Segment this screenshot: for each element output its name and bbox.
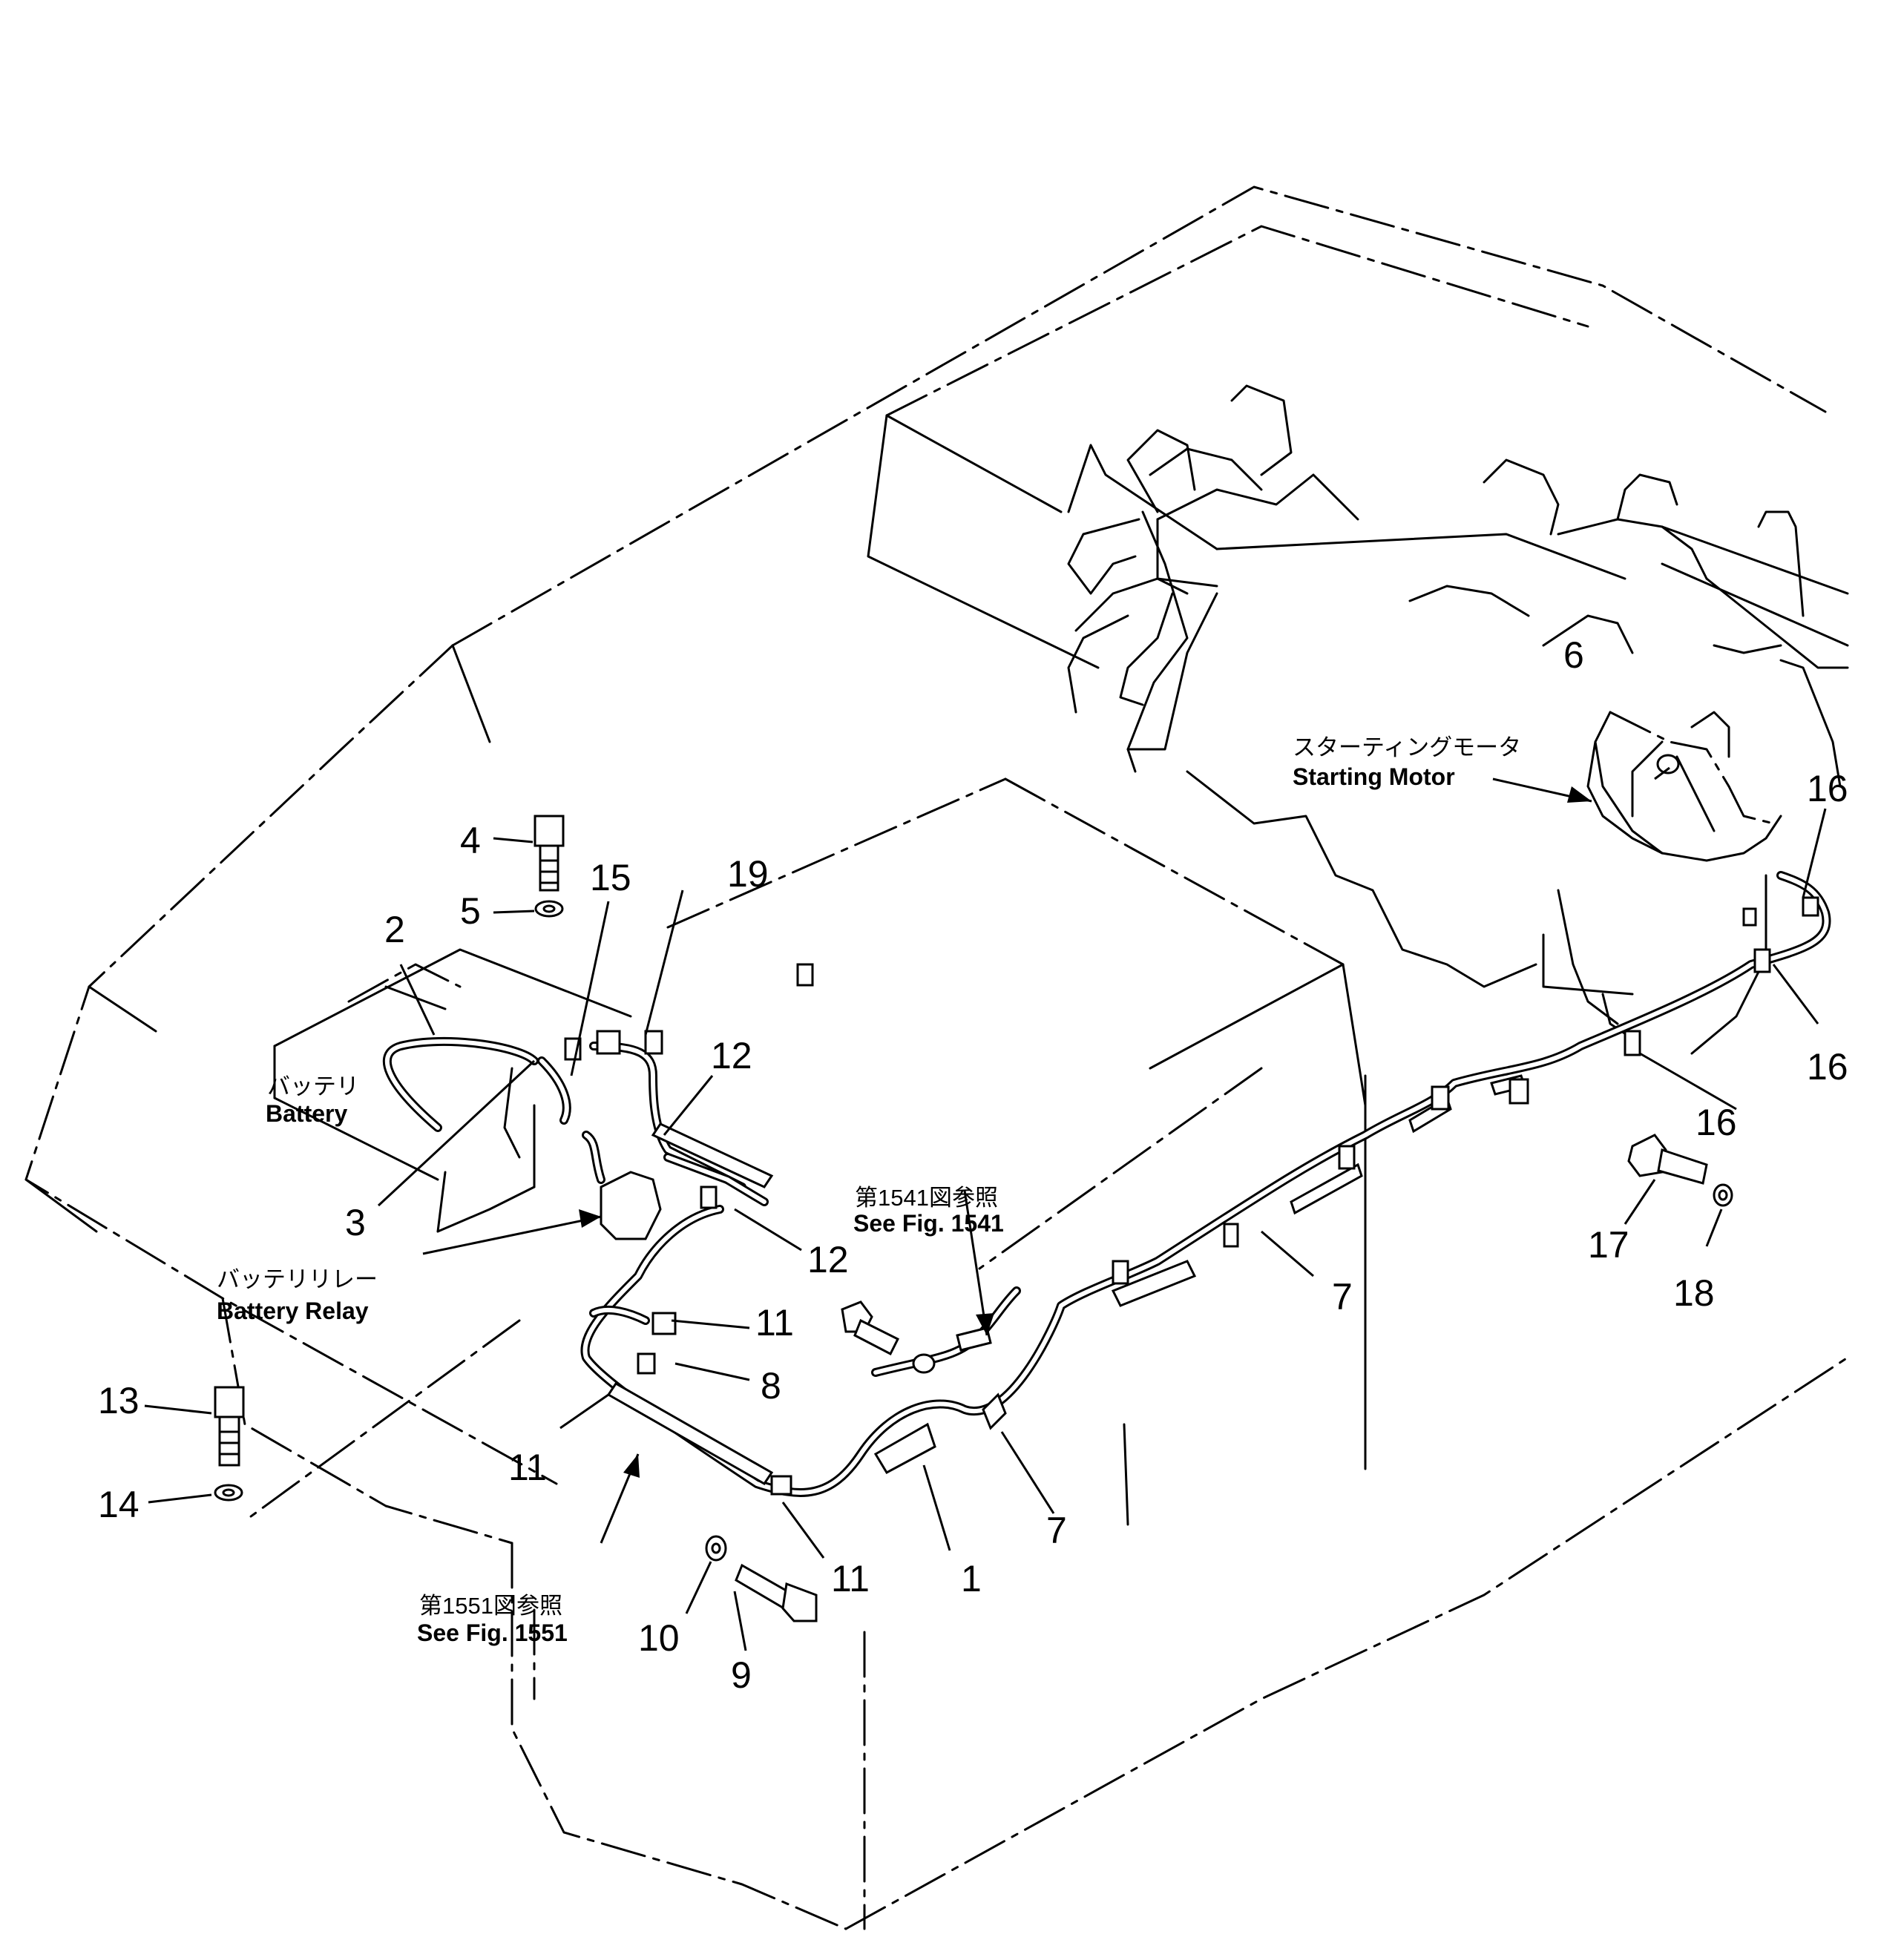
label-ref1541-jp: 第1541図参照 xyxy=(855,1185,998,1211)
callout-9: 9 xyxy=(731,1654,752,1696)
washer-18 xyxy=(1713,1183,1733,1207)
callout-12b: 12 xyxy=(807,1239,849,1280)
bolt-9 xyxy=(735,1563,818,1622)
label-ref1551-en: See Fig. 1551 xyxy=(417,1619,568,1646)
machine-frame-outline xyxy=(24,185,1849,1930)
component-labels: バッテリ Battery バッテリリレー Battery Relay スターティ… xyxy=(217,734,1521,1646)
callout-10: 10 xyxy=(638,1617,680,1659)
callout-19: 19 xyxy=(727,853,769,895)
callout-7a: 7 xyxy=(1332,1276,1353,1318)
battery-relay xyxy=(600,1171,662,1240)
starting-motor xyxy=(1557,711,1782,1055)
washer-10 xyxy=(705,1535,727,1562)
bolt-loose-center xyxy=(841,1300,936,1374)
callout-12a: 12 xyxy=(711,1035,752,1076)
engine-assembly xyxy=(1067,384,1849,996)
callout-numbers: 1 2 3 4 5 6 7 7 8 9 10 11 11 11 11 12 12… xyxy=(98,634,1848,1696)
label-relay-en: Battery Relay xyxy=(217,1298,369,1324)
callout-8: 8 xyxy=(761,1365,781,1407)
callout-1: 1 xyxy=(961,1558,982,1599)
cable-tube-and-clamps xyxy=(606,1074,1526,1485)
ring-terminal-6 xyxy=(1656,754,1680,775)
callout-5: 5 xyxy=(460,890,481,932)
callout-16b: 16 xyxy=(1807,1046,1848,1088)
label-battery-en: Battery xyxy=(266,1100,347,1127)
label-motor-en: Starting Motor xyxy=(1293,763,1455,790)
label-relay-jp: バッテリリレー xyxy=(217,1266,378,1292)
callout-15: 15 xyxy=(590,857,631,898)
label-ref1551-jp: 第1551図参照 xyxy=(419,1593,562,1619)
callout-7b: 7 xyxy=(1046,1510,1067,1551)
callout-13: 13 xyxy=(98,1380,139,1421)
arrowheads xyxy=(579,786,1592,1478)
label-motor-jp: スターティングモータ xyxy=(1293,734,1521,760)
callout-2: 2 xyxy=(384,909,405,950)
washer-14 xyxy=(214,1484,243,1502)
callout-17: 17 xyxy=(1588,1224,1629,1266)
callout-11a: 11 xyxy=(755,1302,794,1344)
callout-14: 14 xyxy=(98,1484,139,1525)
callout-16a: 16 xyxy=(1807,768,1848,809)
bolt-13 xyxy=(214,1386,245,1467)
bolt-4 xyxy=(534,815,565,892)
label-ref1541-en: See Fig. 1541 xyxy=(853,1210,1004,1237)
callout-4: 4 xyxy=(460,820,481,861)
bolt-17 xyxy=(1627,1134,1708,1185)
callout-11c: 11 xyxy=(831,1558,870,1599)
cable-harness xyxy=(382,871,1831,1497)
cooling-fan xyxy=(1067,429,1218,714)
callout-11b: 11 xyxy=(508,1447,547,1488)
clip-assemblies xyxy=(564,896,1819,1496)
callout-3: 3 xyxy=(345,1202,366,1243)
washer-5 xyxy=(534,900,564,918)
callout-18: 18 xyxy=(1673,1272,1715,1314)
callout-16c: 16 xyxy=(1695,1102,1737,1143)
label-battery-jp: バッテリ xyxy=(267,1073,359,1099)
callout-6: 6 xyxy=(1563,634,1584,676)
